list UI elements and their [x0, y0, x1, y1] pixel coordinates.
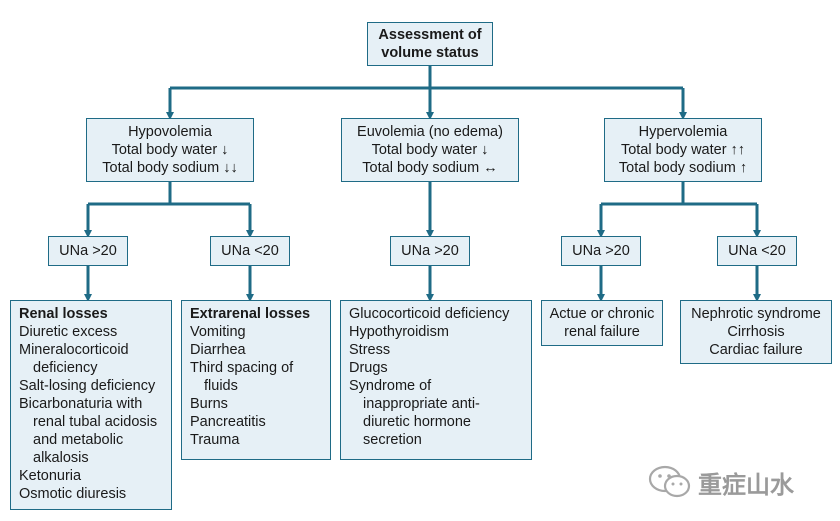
una-hyper-low-box: UNa <20: [717, 236, 797, 266]
renal-failure-box: Actue or chronic renal failure: [541, 300, 663, 346]
edema-cause-cardiac: Cardiac failure: [709, 342, 803, 358]
list-item: Trauma: [190, 432, 240, 448]
list-item: Diuretic excess: [19, 324, 118, 340]
list-item: Pancreatitis: [190, 414, 266, 430]
una-euvo-high-label: UNa >20: [401, 243, 459, 259]
list-item: and metabolic: [33, 432, 124, 448]
edema-causes-box: Nephrotic syndrome Cirrhosis Cardiac fai…: [680, 300, 832, 364]
hypovolemia-sodium: Total body sodium ↓↓: [102, 160, 238, 176]
edema-cause-nephrotic: Nephrotic syndrome: [691, 306, 821, 322]
list-item: Burns: [190, 396, 228, 412]
list-item: Syndrome of: [349, 378, 432, 394]
list-item: Ketonuria: [19, 468, 82, 484]
hypervolemia-box: Hypervolemia Total body water ↑↑ Total b…: [604, 118, 762, 182]
assessment-box: Assessment of volume status: [367, 22, 493, 66]
hypovolemia-box: Hypovolemia Total body water ↓ Total bod…: [86, 118, 254, 182]
list-item: Bicarbonaturia with: [19, 396, 143, 412]
extrarenal-losses-box: Extrarenal losses Vomiting Diarrhea Thir…: [181, 300, 331, 460]
euvolemia-water: Total body water ↓: [371, 142, 489, 158]
assessment-line-1: Assessment of: [378, 27, 482, 43]
hypovolemia-title: Hypovolemia: [128, 124, 212, 140]
una-hyper-high-label: UNa >20: [572, 243, 630, 259]
renal-losses-box: Renal losses Diuretic excess Mineralocor…: [10, 300, 172, 510]
hypervolemia-sodium: Total body sodium ↑: [618, 160, 748, 176]
list-item: alkalosis: [33, 450, 89, 466]
watermark: 重症山水: [648, 462, 828, 502]
renal-failure-line-1: Actue or chronic: [549, 306, 655, 322]
assessment-line-2: volume status: [381, 45, 479, 61]
list-item: deficiency: [33, 360, 98, 376]
euvolemia-box: Euvolemia (no edema) Total body water ↓ …: [341, 118, 519, 182]
list-item: Third spacing of: [190, 360, 294, 376]
edema-cause-cirrhosis: Cirrhosis: [727, 324, 785, 340]
una-hypo-high-box: UNa >20: [48, 236, 128, 266]
una-hypo-high-label: UNa >20: [59, 243, 117, 259]
una-hyper-high-box: UNa >20: [561, 236, 641, 266]
hypovolemia-water: Total body water ↓: [111, 142, 229, 158]
list-item: secretion: [363, 432, 422, 448]
watermark-text: 重症山水: [698, 471, 794, 499]
list-item: Salt-losing deficiency: [19, 378, 156, 394]
una-hypo-low-label: UNa <20: [221, 243, 279, 259]
list-item: diuretic hormone: [363, 414, 471, 430]
list-item: Stress: [349, 342, 391, 358]
list-item: Glucocorticoid deficiency: [349, 306, 510, 322]
list-item: Drugs: [349, 360, 388, 376]
una-hyper-low-label: UNa <20: [728, 243, 786, 259]
list-item: Hypothyroidism: [349, 324, 449, 340]
euvolemia-title: Euvolemia (no edema): [357, 124, 503, 140]
una-euvo-high-box: UNa >20: [390, 236, 470, 266]
list-item: renal tubal acidosis: [33, 414, 158, 430]
extrarenal-losses-title: Extrarenal losses: [190, 306, 311, 322]
list-item: Mineralocorticoid: [19, 342, 129, 358]
renal-losses-title: Renal losses: [19, 306, 108, 322]
una-hypo-low-box: UNa <20: [210, 236, 290, 266]
euvolemia-sodium: Total body sodium ↔: [362, 160, 498, 176]
euvolemia-causes-box: Glucocorticoid deficiency Hypothyroidism…: [340, 300, 532, 460]
list-item: inappropriate anti-: [363, 396, 480, 412]
list-item: Diarrhea: [190, 342, 246, 358]
list-item: Vomiting: [190, 324, 246, 340]
hypervolemia-water: Total body water ↑↑: [620, 142, 746, 158]
renal-failure-line-2: renal failure: [564, 324, 640, 340]
list-item: Osmotic diuresis: [19, 486, 127, 502]
wechat-logo-icon: [648, 465, 691, 498]
hypervolemia-title: Hypervolemia: [638, 124, 728, 140]
list-item: fluids: [204, 378, 238, 394]
